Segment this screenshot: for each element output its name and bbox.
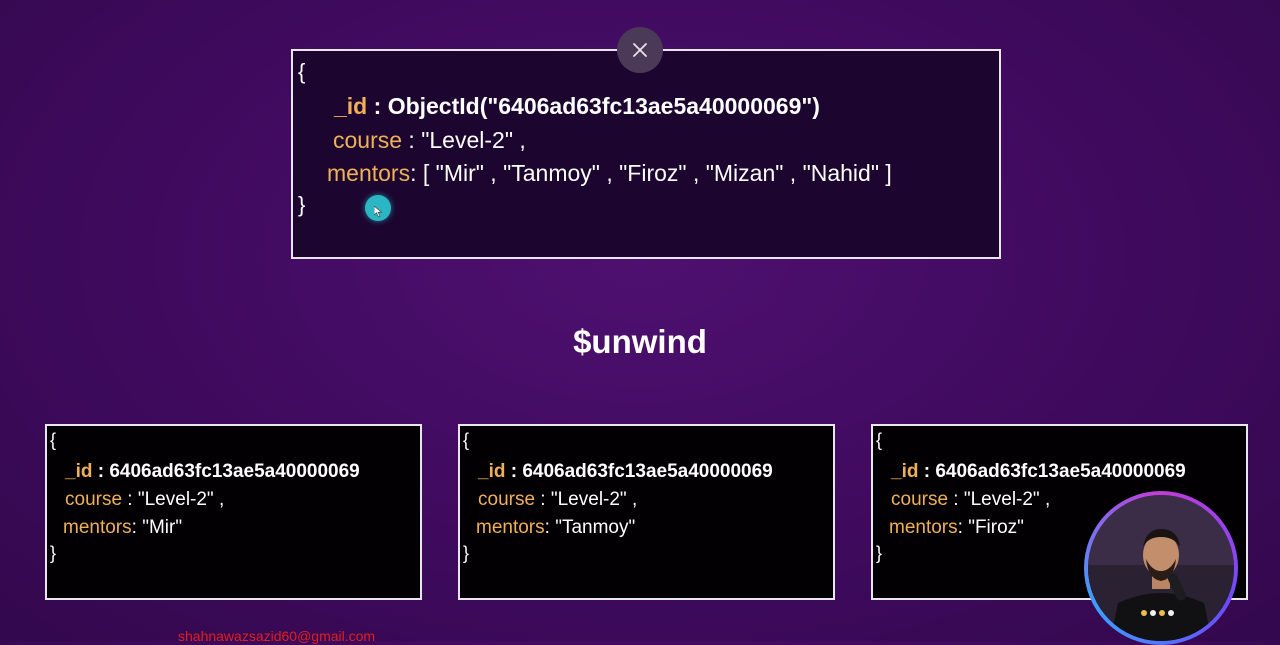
course-key: course	[478, 489, 536, 510]
id-key: _id	[891, 461, 919, 482]
mentors-separator: :	[410, 160, 423, 186]
mentors-key: mentors	[327, 160, 411, 186]
mentors-value: "Mir"	[142, 517, 183, 538]
id-key: _id	[65, 461, 93, 482]
close-brace: }	[876, 543, 883, 563]
mentors-value: "Tanmoy"	[555, 517, 636, 538]
course-row: course : "Level-2" ,	[65, 490, 224, 509]
mentors-separator: :	[131, 517, 143, 538]
mouse-cursor-highlight	[365, 195, 391, 221]
id-row: _id : 6406ad63fc13ae5a40000069	[65, 462, 360, 481]
close-brace: }	[463, 543, 470, 563]
course-value: "Level-2" ,	[137, 489, 225, 510]
close-icon	[633, 43, 647, 57]
mentors-key: mentors	[476, 517, 545, 538]
mentors-row: mentors: "Mir"	[63, 518, 182, 537]
mentors-row: mentors: "Firoz"	[889, 518, 1024, 537]
course-separator: :	[535, 489, 551, 510]
mentors-value: "Firoz"	[968, 517, 1024, 538]
course-row: course : "Level-2" ,	[891, 490, 1050, 509]
id-separator: :	[918, 461, 936, 482]
id-row: _id : 6406ad63fc13ae5a40000069	[478, 462, 773, 481]
close-button[interactable]	[617, 27, 663, 73]
open-brace: {	[50, 430, 57, 450]
course-separator: :	[402, 127, 422, 153]
close-brace: }	[298, 192, 306, 217]
course-key: course	[65, 489, 123, 510]
course-value: "Level-2" ,	[550, 489, 638, 510]
id-separator: :	[367, 93, 388, 119]
course-separator: :	[948, 489, 964, 510]
id-row: _id : 6406ad63fc13ae5a40000069	[891, 462, 1186, 481]
open-brace: {	[876, 430, 883, 450]
mentors-key: mentors	[63, 517, 132, 538]
id-row: _id : ObjectId("6406ad63fc13ae5a40000069…	[334, 95, 820, 118]
mentors-value: [ "Mir" , "Tanmoy" , "Firoz" , "Mizan" ,…	[422, 160, 892, 186]
close-brace: }	[50, 543, 57, 563]
source-document-box: { _id : ObjectId("6406ad63fc13ae5a400000…	[291, 49, 1001, 259]
id-key: _id	[478, 461, 506, 482]
presenter-webcam	[1084, 491, 1238, 645]
course-value: "Level-2" ,	[963, 489, 1051, 510]
mentors-separator: :	[544, 517, 556, 538]
id-key: _id	[334, 93, 368, 119]
id-separator: :	[92, 461, 110, 482]
unwound-document-box: { _id : 6406ad63fc13ae5a40000069 course …	[458, 424, 835, 600]
open-brace: {	[298, 59, 306, 84]
unwind-heading: $unwind	[573, 323, 707, 360]
id-value: 6406ad63fc13ae5a40000069	[935, 461, 1186, 482]
course-separator: :	[122, 489, 138, 510]
id-value: 6406ad63fc13ae5a40000069	[522, 461, 773, 482]
mentors-separator: :	[957, 517, 969, 538]
mentors-row: mentors: "Tanmoy"	[476, 518, 635, 537]
presenter-image	[1088, 495, 1234, 641]
id-separator: :	[505, 461, 523, 482]
open-brace: {	[463, 430, 470, 450]
id-value: ObjectId("6406ad63fc13ae5a40000069")	[387, 93, 820, 119]
unwound-document-box: { _id : 6406ad63fc13ae5a40000069 course …	[45, 424, 422, 600]
presenter-avatar	[1088, 495, 1234, 641]
course-key: course	[333, 127, 403, 153]
course-key: course	[891, 489, 949, 510]
mentors-row: mentors: [ "Mir" , "Tanmoy" , "Firoz" , …	[327, 162, 892, 185]
watermark-email: shahnawazsazid60@gmail.com	[178, 628, 376, 644]
id-value: 6406ad63fc13ae5a40000069	[109, 461, 360, 482]
course-value: "Level-2" ,	[421, 127, 526, 153]
mentors-key: mentors	[889, 517, 958, 538]
course-row: course : "Level-2" ,	[333, 129, 526, 152]
course-row: course : "Level-2" ,	[478, 490, 637, 509]
pointer-icon	[374, 206, 383, 218]
